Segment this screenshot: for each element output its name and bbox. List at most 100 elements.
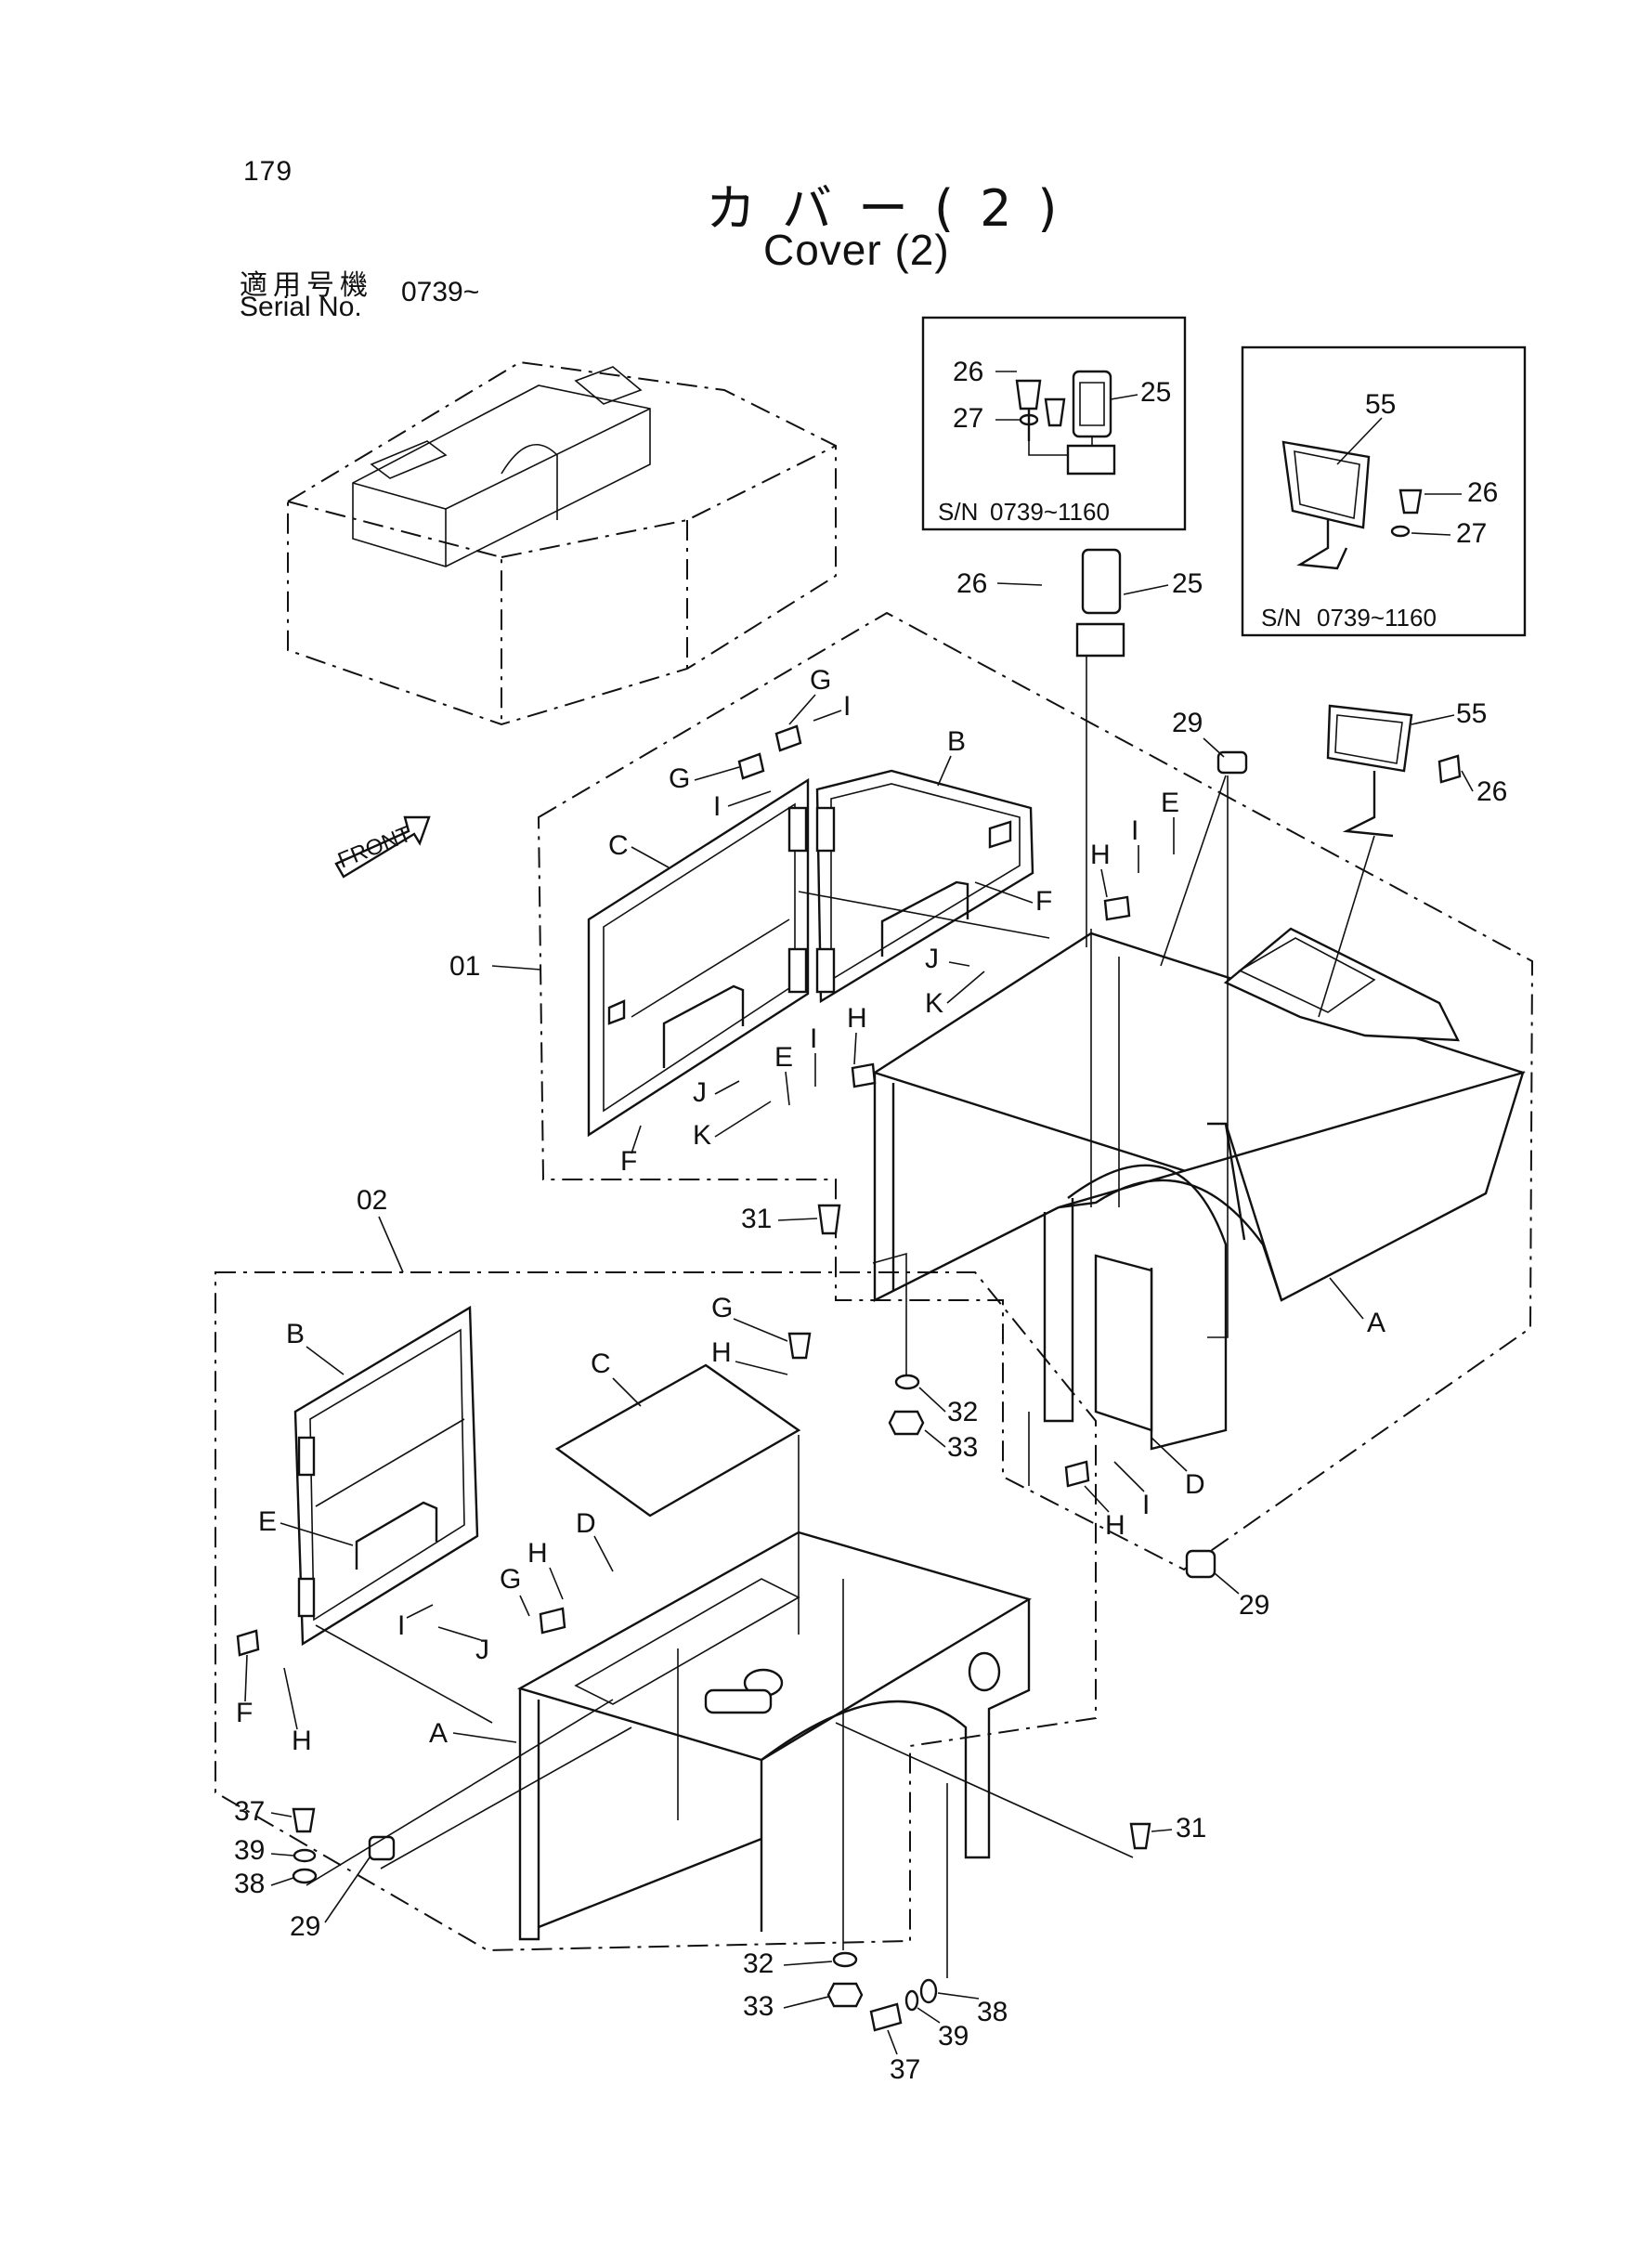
inset-sn-value: 0739~1160 — [1317, 604, 1437, 632]
inset-box-mirror-25: 26 27 25 S/N 0739~1160 — [921, 316, 1187, 531]
machine-overview-sketch — [287, 360, 837, 726]
callout-I: I — [713, 791, 721, 822]
callout-B: B — [947, 726, 966, 757]
grommet-29-lower — [1185, 1549, 1216, 1579]
nut-33-lower — [826, 1982, 864, 2008]
label-26: 26 — [1467, 477, 1498, 508]
hinges-upper — [787, 806, 836, 994]
callout-39: 39 — [234, 1835, 265, 1866]
callout-02: 02 — [357, 1185, 387, 1216]
callout-25: 25 — [1172, 568, 1203, 599]
callout-A: A — [1367, 1308, 1385, 1338]
bolt-37-lower — [869, 2002, 903, 2032]
bolt-31-upper — [817, 1204, 841, 1235]
callout-I: I — [1142, 1490, 1150, 1520]
page-number: 179 — [243, 156, 293, 187]
callout-G: G — [669, 763, 690, 794]
callout-H: H — [847, 1003, 867, 1034]
callout-F: F — [236, 1698, 253, 1728]
serial-label-japanese: 適用号機 — [240, 269, 373, 302]
callout-29: 29 — [1239, 1590, 1269, 1621]
callout-J: J — [693, 1077, 707, 1108]
callout-31: 31 — [1176, 1813, 1206, 1844]
leader-lines — [306, 655, 1375, 1978]
callout-J: J — [925, 944, 939, 974]
callout-32: 32 — [947, 1397, 978, 1427]
washer-32-lower — [832, 1951, 858, 1968]
callout-37: 37 — [890, 2054, 920, 2085]
callout-32: 32 — [743, 1948, 774, 1979]
callout-D: D — [1185, 1469, 1205, 1500]
callout-39: 39 — [938, 2021, 969, 2052]
callouts: 26 25 29 55 26 G I G I B C F J K E I H 0… — [234, 568, 1507, 2085]
callout-26: 26 — [1476, 776, 1507, 807]
callout-H: H — [1090, 840, 1111, 870]
washer-32-upper — [894, 1374, 920, 1390]
callout-G: G — [500, 1564, 521, 1595]
callout-H: H — [711, 1337, 732, 1368]
bolt-37-left — [292, 1807, 316, 1833]
callout-F: F — [620, 1146, 637, 1177]
hardware — [236, 397, 1462, 2032]
inset-box-mirror-55: 55 26 27 S/N 0739~1160 — [1241, 345, 1527, 637]
callout-E: E — [1161, 788, 1179, 818]
title-english: Cover (2) — [763, 226, 950, 274]
callout-A: A — [429, 1718, 448, 1749]
callout-26: 26 — [956, 568, 987, 599]
serial-value: 0739~ — [401, 277, 480, 307]
callout-E: E — [774, 1042, 793, 1073]
callout-55: 55 — [1456, 698, 1487, 729]
callout-29: 29 — [290, 1911, 320, 1942]
callout-38: 38 — [234, 1869, 265, 1899]
callout-B: B — [286, 1319, 305, 1349]
top-plate-C-lower — [554, 1363, 801, 1518]
callout-E: E — [258, 1506, 277, 1537]
label-27: 27 — [953, 403, 983, 434]
callout-H: H — [1105, 1510, 1125, 1541]
title-japanese: カバー(2) — [706, 179, 1084, 238]
callout-29: 29 — [1172, 708, 1203, 738]
step-plate — [1223, 927, 1460, 1042]
nut-33-upper — [888, 1410, 925, 1436]
lower-housing-A — [516, 1531, 1032, 1941]
inset-sn-value: 0739~1160 — [990, 498, 1110, 526]
callout-K: K — [693, 1120, 711, 1151]
bolt-31-lower — [1129, 1822, 1151, 1850]
callout-I: I — [843, 691, 851, 722]
callout-G: G — [810, 665, 831, 696]
grommet-29-upper — [1216, 750, 1248, 775]
callout-37: 37 — [234, 1796, 265, 1827]
callout-H: H — [292, 1726, 312, 1756]
front-arrow: FRONT — [334, 815, 431, 879]
label-55: 55 — [1365, 389, 1396, 420]
callout-33: 33 — [743, 1991, 774, 2022]
callout-I: I — [810, 1023, 817, 1054]
front-label: FRONT — [334, 821, 415, 873]
label-26: 26 — [953, 357, 983, 387]
callout-H: H — [527, 1538, 548, 1569]
callout-31: 31 — [741, 1204, 772, 1234]
callout-I: I — [397, 1610, 405, 1641]
group-01-boundary — [537, 611, 1534, 1571]
label-27: 27 — [1456, 518, 1487, 549]
label-25: 25 — [1140, 377, 1171, 408]
callout-C: C — [591, 1348, 611, 1379]
callout-I: I — [1131, 815, 1138, 846]
callout-J: J — [475, 1635, 489, 1665]
inset-sn-label: S/N — [938, 498, 978, 526]
callout-K: K — [925, 988, 943, 1019]
callout-C: C — [608, 830, 629, 861]
inset-sn-label: S/N — [1261, 604, 1301, 632]
group-02-boundary — [215, 1271, 1097, 1952]
callout-F: F — [1035, 886, 1052, 917]
serial-label-english: Serial No. — [240, 292, 362, 322]
side-plate-D-upper — [1094, 1254, 1153, 1432]
callout-01: 01 — [449, 951, 480, 982]
callout-33: 33 — [947, 1432, 978, 1463]
door-panel-B-lower — [293, 1305, 479, 1647]
callout-38: 38 — [977, 1997, 1008, 2027]
callout-G: G — [711, 1293, 733, 1323]
callout-D: D — [576, 1508, 596, 1539]
upper-housing-A — [872, 929, 1526, 1451]
